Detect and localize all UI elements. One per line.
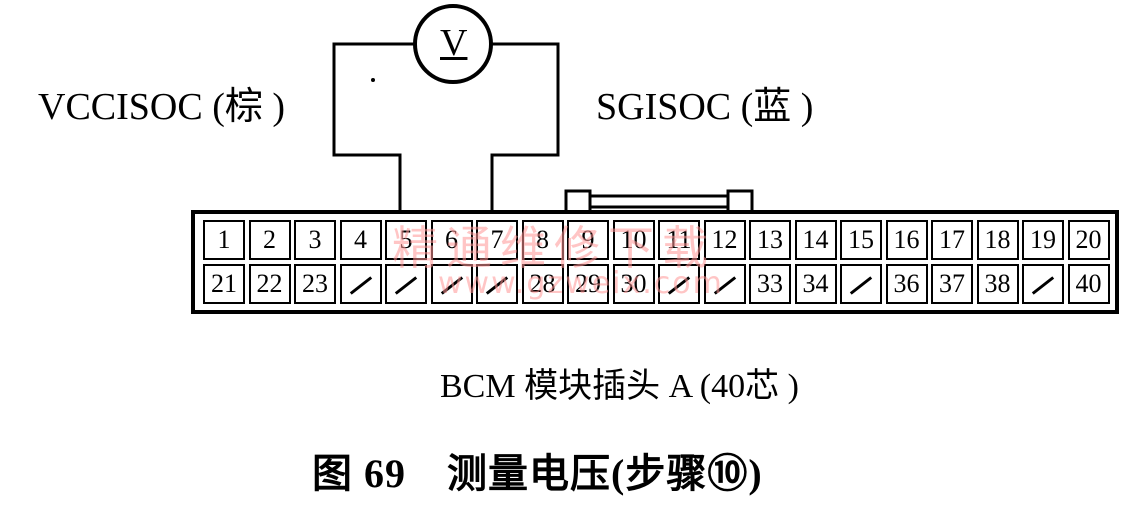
connector-latch <box>726 189 754 215</box>
right-probe-wire <box>490 42 560 212</box>
connector-pin: 2 <box>248 220 291 260</box>
figure-caption: 图 69 测量电压(步骤⑩) <box>312 451 763 496</box>
left-wire-label: VCCISOC (棕 ) <box>38 86 286 128</box>
connector-pin: 36 <box>885 264 928 304</box>
connector-pin: 20 <box>1067 220 1110 260</box>
connector-pin-empty <box>1022 264 1064 304</box>
connector-pin: 37 <box>931 264 973 304</box>
connector-pin-empty <box>703 264 746 304</box>
connector-pin: 18 <box>976 220 1019 260</box>
connector-pin: 22 <box>248 264 291 304</box>
connector-pin: 11 <box>658 220 700 260</box>
connector-caption: BCM 模块插头 A (40芯 ) <box>440 368 799 405</box>
connector-pin: 9 <box>567 220 609 260</box>
connector-pin: 5 <box>385 220 427 260</box>
connector-pin-empty <box>339 264 382 304</box>
connector-pin: 29 <box>567 264 609 304</box>
connector-pin: 21 <box>203 264 245 304</box>
connector-pin: 38 <box>976 264 1019 304</box>
connector-pin-empty <box>430 264 473 304</box>
connector-pin: 10 <box>612 220 655 260</box>
connector-pin: 19 <box>1022 220 1064 260</box>
left-probe-wire <box>332 42 415 212</box>
connector-latch <box>564 189 592 215</box>
connector-pin: 14 <box>794 220 837 260</box>
connector-pin-empty <box>385 264 427 304</box>
connector-pin: 3 <box>294 220 336 260</box>
connector-pin: 34 <box>794 264 837 304</box>
connector-pin-empty <box>840 264 882 304</box>
connector-pin: 8 <box>521 220 564 260</box>
connector-pin: 28 <box>521 264 564 304</box>
connector-pin: 4 <box>339 220 382 260</box>
connector-pin: 7 <box>476 220 518 260</box>
connector-pin: 17 <box>931 220 973 260</box>
connector-pin-empty <box>476 264 518 304</box>
connector-pin: 40 <box>1067 264 1110 304</box>
right-wire-label: SGISOC (蓝 ) <box>596 86 814 128</box>
connector-pin: 23 <box>294 264 336 304</box>
voltmeter-icon <box>413 4 493 84</box>
voltmeter-symbol: V <box>440 22 468 64</box>
connector-pin: 12 <box>703 220 746 260</box>
connector-pin-empty <box>658 264 700 304</box>
stray-dot <box>371 78 375 82</box>
connector-pin: 13 <box>749 220 791 260</box>
connector-pin: 16 <box>885 220 928 260</box>
connector-pin: 6 <box>430 220 473 260</box>
connector-pin: 1 <box>203 220 245 260</box>
connector-pin: 30 <box>612 264 655 304</box>
connector-pin: 33 <box>749 264 791 304</box>
connector-pin: 15 <box>840 220 882 260</box>
